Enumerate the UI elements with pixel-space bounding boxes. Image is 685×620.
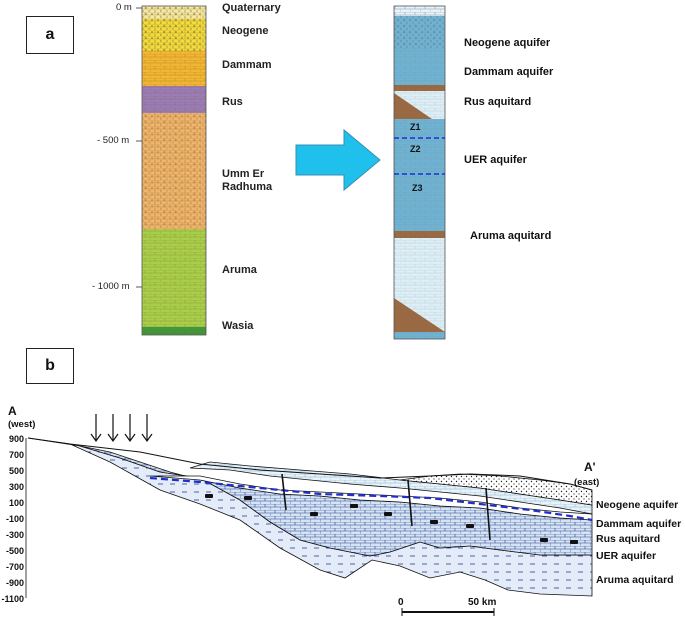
section-start-label: A bbox=[8, 404, 17, 418]
formation-quaternary: Quaternary bbox=[222, 2, 281, 14]
unit-label-uer-aquifer: UER aquifer bbox=[464, 154, 527, 166]
scale-label-50km: 50 km bbox=[468, 597, 497, 608]
stratigraphic-column bbox=[136, 5, 207, 336]
formation-wasia: Wasia bbox=[222, 320, 254, 332]
panel-b-label: b bbox=[26, 348, 74, 384]
right-arrow-icon bbox=[295, 128, 381, 192]
unit-label-dammam-aquifer: Dammam aquifer bbox=[464, 66, 554, 78]
y-tick-700: 700 bbox=[8, 450, 24, 460]
unit-label-rus-aquitard: Rus aquitard bbox=[464, 96, 532, 108]
section-start-sublabel: (west) bbox=[8, 419, 36, 430]
section-rus-aquitard bbox=[149, 475, 593, 521]
section-label-rus-aquitard: Rus aquitard bbox=[596, 533, 661, 545]
y-tick-neg900: -900 bbox=[5, 578, 24, 588]
recharge-arrows-icon bbox=[90, 414, 153, 443]
depth-label-500: - 500 m bbox=[97, 135, 130, 146]
section-dammam-aquifer bbox=[189, 461, 593, 515]
section-label-aruma-aquitard: Aruma aquitard bbox=[596, 574, 674, 586]
y-tick-neg1100: -1100 bbox=[1, 594, 24, 604]
formation-dammam: Dammam bbox=[222, 59, 272, 71]
scale-label-0: 0 bbox=[398, 597, 404, 608]
depth-label-0: 0 m bbox=[116, 2, 132, 13]
cross-section bbox=[25, 414, 593, 616]
section-end-sublabel: (east) bbox=[574, 477, 600, 488]
formation-rus: Rus bbox=[222, 96, 243, 108]
unit-label-aruma-aquitard: Aruma aquitard bbox=[470, 230, 552, 242]
formation-umm-er-radhuma: Umm Er Radhuma bbox=[222, 168, 273, 193]
y-tick-neg300: -300 bbox=[5, 530, 24, 540]
section-label-dammam-aquifer: Dammam aquifer bbox=[596, 518, 682, 530]
water-table-line bbox=[149, 476, 593, 522]
unit-label-neogene-aquifer: Neogene aquifer bbox=[464, 37, 551, 49]
formation-neogene: Neogene bbox=[222, 25, 269, 37]
y-tick-neg700: -700 bbox=[5, 562, 24, 572]
y-tick-neg500: -500 bbox=[5, 546, 24, 556]
depth-label-1000: - 1000 m bbox=[92, 281, 130, 292]
y-tick-neg100: -100 bbox=[5, 514, 24, 524]
hydro-column bbox=[393, 5, 446, 340]
panel-a-label: a bbox=[26, 16, 74, 54]
y-tick-100: 100 bbox=[8, 498, 24, 508]
section-label-neogene-aquifer: Neogene aquifer bbox=[596, 499, 679, 511]
zone-label-z3: Z3 bbox=[412, 183, 423, 193]
y-tick-900: 900 bbox=[8, 434, 24, 444]
zone-label-z1: Z1 bbox=[410, 122, 421, 132]
formation-aruma: Aruma bbox=[222, 264, 257, 276]
section-label-uer-aquifer: UER aquifer bbox=[596, 550, 657, 562]
y-tick-500: 500 bbox=[8, 466, 24, 476]
y-tick-300: 300 bbox=[8, 482, 24, 492]
zone-label-z2: Z2 bbox=[410, 144, 421, 154]
section-end-label: A' bbox=[584, 460, 596, 474]
